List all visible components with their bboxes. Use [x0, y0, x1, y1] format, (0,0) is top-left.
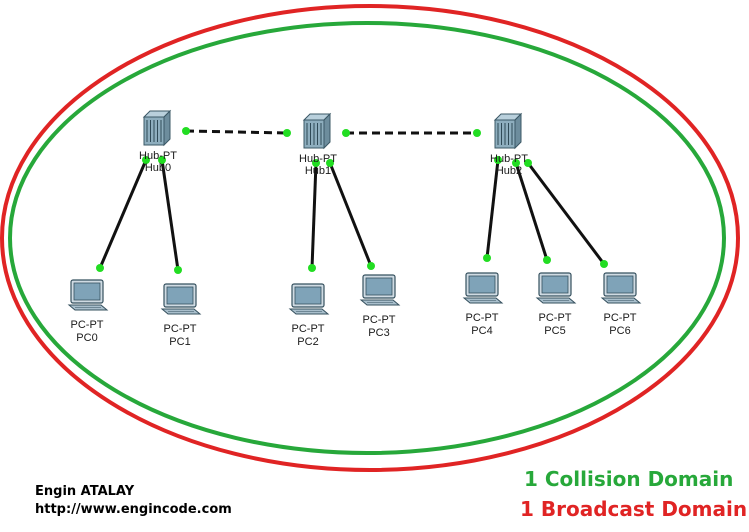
hub-name-label: Hub1 — [305, 165, 331, 177]
cable-pc3 — [328, 162, 373, 267]
pc-icon — [288, 283, 330, 315]
link-status-light — [142, 156, 150, 164]
link-status-light — [283, 129, 291, 137]
pc-name-label: PC0 — [76, 332, 97, 344]
pc-icon — [535, 272, 577, 304]
pc-icon — [359, 274, 401, 306]
hub-type-label: Hub-PT — [139, 150, 177, 162]
pc-name-label: PC1 — [169, 336, 190, 348]
pc-type-label: PC-PT — [604, 312, 637, 324]
hub-type-label: Hub-PT — [299, 153, 337, 165]
cable-pc6 — [526, 162, 606, 265]
pc-name-label: PC2 — [297, 336, 318, 348]
pc-type-label: PC-PT — [363, 314, 396, 326]
broadcast-domain-legend: 1 Broadcast Domain — [520, 497, 748, 521]
pc-type-label: PC-PT — [292, 323, 325, 335]
author-url[interactable]: http://www.engincode.com — [35, 502, 232, 517]
link-status-light — [326, 159, 334, 167]
hub-icon — [142, 109, 172, 147]
link-status-light — [174, 266, 182, 274]
pc-name-label: PC6 — [609, 325, 630, 337]
link-status-light — [158, 156, 166, 164]
pc-icon — [462, 272, 504, 304]
pc-name-label: PC3 — [368, 327, 389, 339]
cables — [96, 127, 608, 274]
pc-type-label: PC-PT — [466, 312, 499, 324]
link-status-light — [342, 129, 350, 137]
hub-icon — [493, 112, 523, 150]
hub-name-label: Hub2 — [496, 165, 522, 177]
pc-icon — [600, 272, 642, 304]
cable-pc0 — [98, 159, 148, 269]
link-status-light — [367, 262, 375, 270]
broadcast-domain-ellipse — [0, 4, 740, 472]
pc-type-label: PC-PT — [539, 312, 572, 324]
hub-type-label: Hub-PT — [490, 153, 528, 165]
link-status-light — [182, 127, 190, 135]
hub-name-label: Hub0 — [145, 162, 171, 174]
link-status-light — [308, 264, 316, 272]
cable-pc1 — [160, 159, 180, 271]
cable-pc4 — [485, 159, 500, 259]
pc-name-label: PC5 — [544, 325, 565, 337]
pc-icon — [67, 279, 109, 311]
link-status-light — [600, 260, 608, 268]
devices: Hub-PTHub0Hub-PTHub1Hub-PTHub2PC-PTPC0PC… — [67, 109, 642, 348]
author-credit: Engin ATALAY — [35, 484, 135, 499]
hub-icon — [302, 112, 332, 150]
link-status-light — [524, 159, 532, 167]
collision-domain-legend: 1 Collision Domain — [524, 467, 734, 491]
pc-name-label: PC4 — [471, 325, 492, 337]
link-status-light — [312, 159, 320, 167]
link-status-light — [494, 156, 502, 164]
link-status-light — [543, 256, 551, 264]
link-status-light — [473, 129, 481, 137]
pc-type-label: PC-PT — [164, 323, 197, 335]
link-status-light — [483, 254, 491, 262]
cable-pc2 — [310, 162, 318, 269]
cable-pc5 — [514, 162, 549, 261]
link-status-light — [512, 159, 520, 167]
pc-icon — [160, 283, 202, 315]
pc-type-label: PC-PT — [71, 319, 104, 331]
link-status-light — [96, 264, 104, 272]
collision-domain-ellipse — [8, 21, 726, 455]
hub-link-hub0-hub1 — [185, 129, 288, 135]
